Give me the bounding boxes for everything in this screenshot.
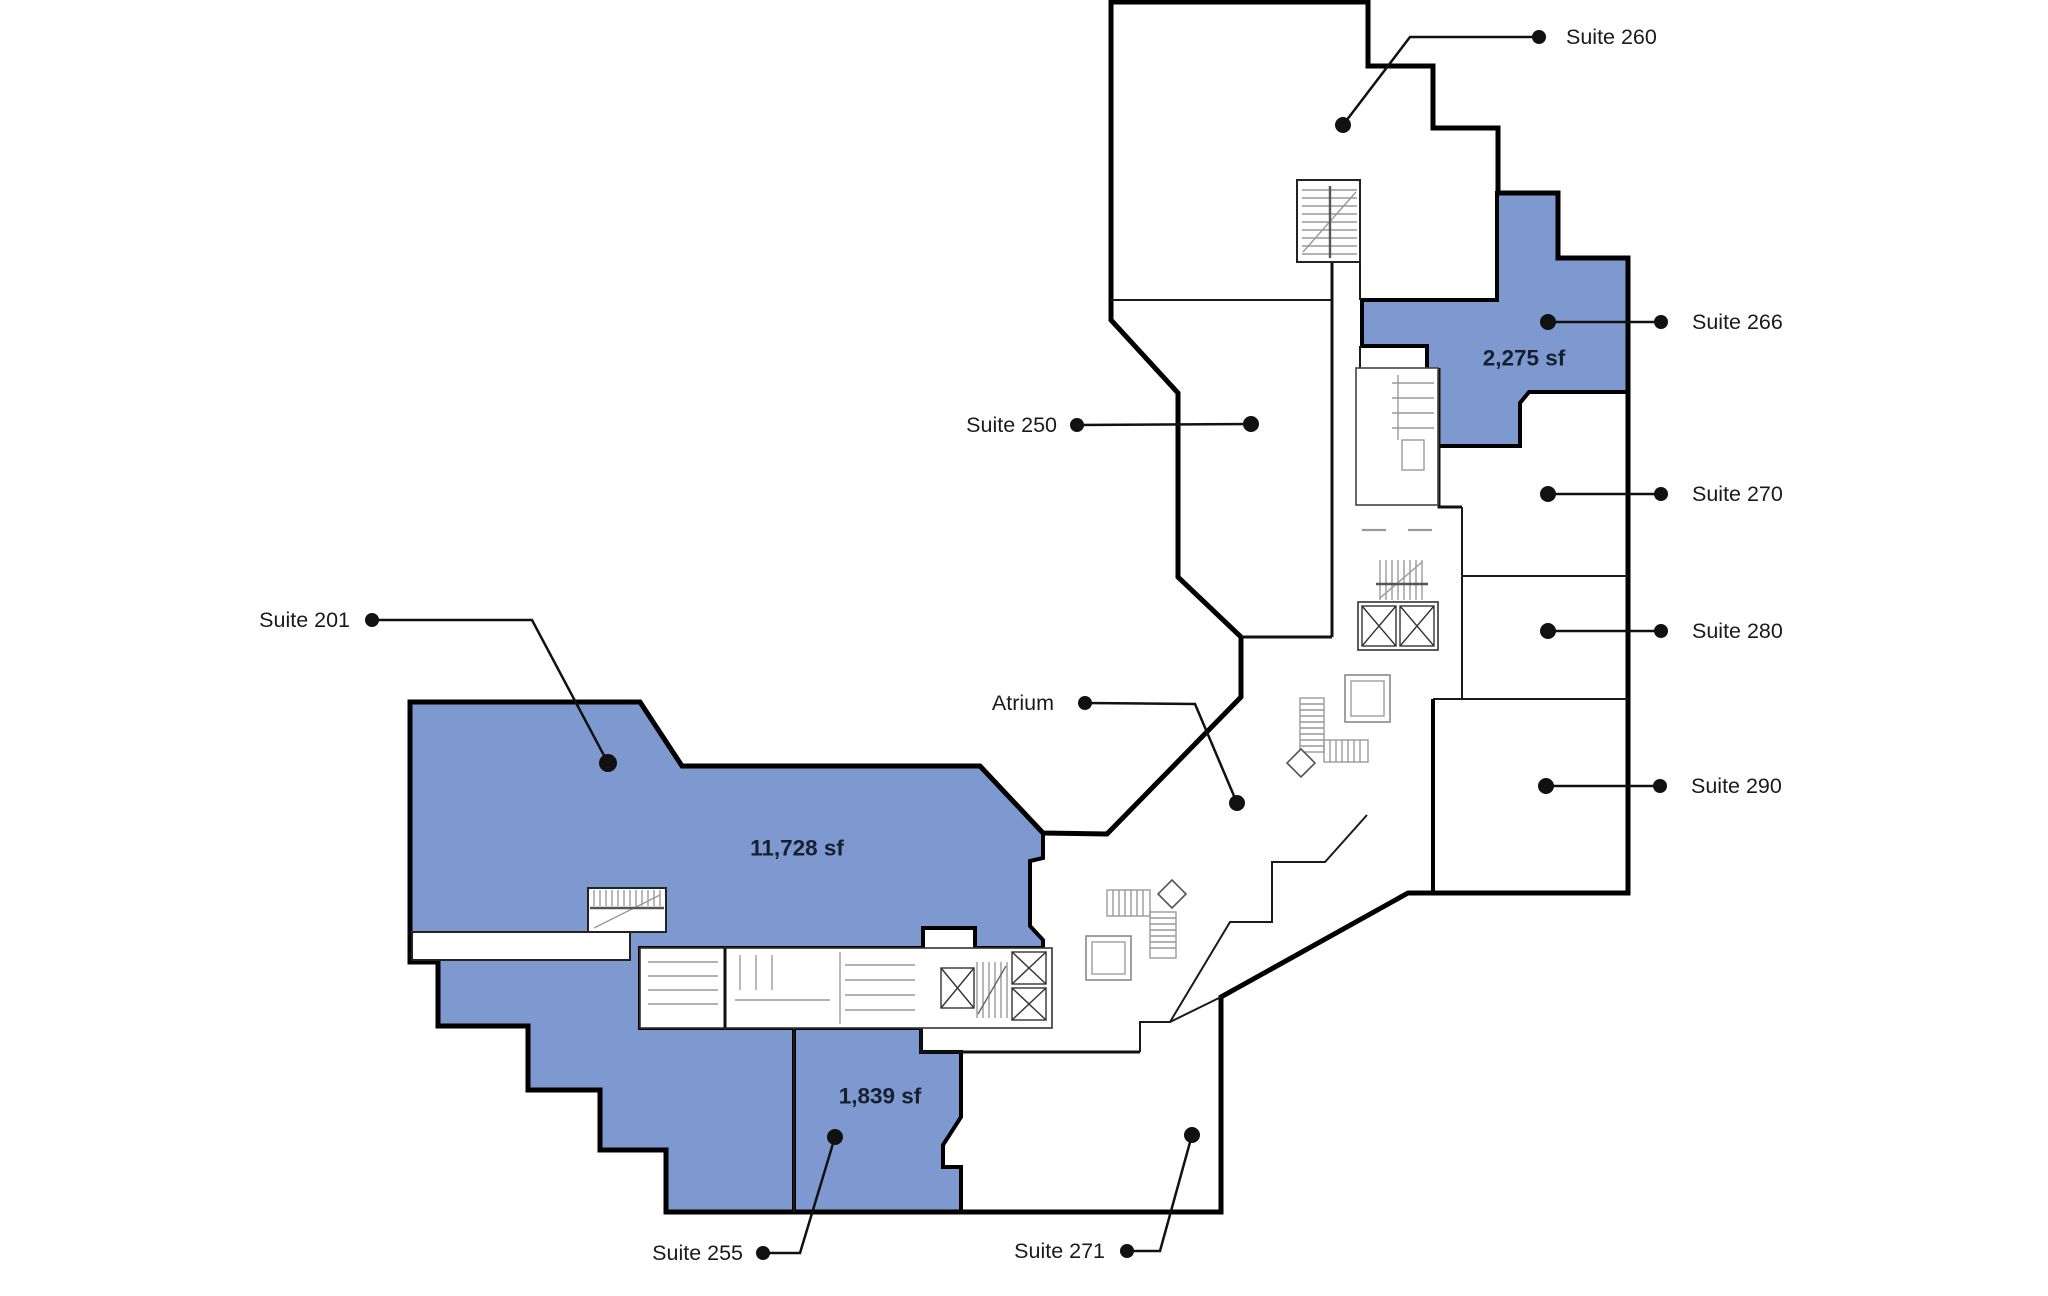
suite-255-region[interactable] xyxy=(792,1026,963,1214)
suite-271-label: Suite 271 xyxy=(1014,1239,1105,1263)
restroom-core xyxy=(1355,367,1439,532)
suite-260-label-dot xyxy=(1532,30,1546,44)
suite-280-label: Suite 280 xyxy=(1692,619,1783,643)
suite-290-label-dot xyxy=(1653,779,1667,793)
suite-201-label-dot xyxy=(365,613,379,627)
suite-290-label: Suite 290 xyxy=(1691,774,1782,798)
suite-250-label-dot xyxy=(1070,418,1084,432)
atrium-diamond-lower xyxy=(1156,878,1188,910)
atrium-label: Atrium xyxy=(992,691,1054,715)
stair-right-core xyxy=(1376,560,1428,600)
suite-290-anchor-dot xyxy=(1538,778,1554,794)
suite-250-label: Suite 250 xyxy=(966,413,1057,437)
suite-201-area: 11,728 sf xyxy=(750,836,844,861)
suite-266-label: Suite 266 xyxy=(1692,310,1783,334)
atrium-stair-upper xyxy=(1285,697,1369,779)
suite-271-label-dot xyxy=(1120,1244,1134,1258)
atrium-diamond-upper xyxy=(1285,747,1317,779)
stairwell-left-wing xyxy=(411,887,667,961)
labels: Suite 260 Suite 266 Suite 270 Suite 280 … xyxy=(259,25,1783,1265)
suite-255-area: 1,839 sf xyxy=(839,1084,922,1109)
building-outline xyxy=(407,0,1631,1215)
suite-270-label-dot xyxy=(1654,487,1668,501)
suite-250-anchor-dot xyxy=(1243,416,1259,432)
leaders xyxy=(365,30,1668,1260)
suite-266-label-dot xyxy=(1654,315,1668,329)
suite-266-area: 2,275 sf xyxy=(1483,346,1566,371)
suite-271-anchor-dot xyxy=(1184,1127,1200,1143)
core-left-wing xyxy=(639,947,1053,1029)
suite-201-label: Suite 201 xyxy=(259,608,350,632)
suite-270-label: Suite 270 xyxy=(1692,482,1783,506)
suite-255-label: Suite 255 xyxy=(652,1241,743,1265)
atrium-anchor-dot xyxy=(1229,795,1245,811)
atrium-planter-lower xyxy=(1085,935,1132,981)
interior-walls xyxy=(793,262,1628,1212)
elevator-bank-right xyxy=(1357,601,1439,651)
suite-270-anchor-dot xyxy=(1540,486,1556,502)
suite-266-anchor-dot xyxy=(1540,314,1556,330)
corridor-strip xyxy=(411,931,631,961)
suite-260-label: Suite 260 xyxy=(1566,25,1657,49)
suite-280-label-dot xyxy=(1654,624,1668,638)
stair-left-core xyxy=(976,962,1008,1018)
suite-280-anchor-dot xyxy=(1540,623,1556,639)
suite-260-anchor-dot xyxy=(1335,117,1351,133)
stairwell-top xyxy=(1296,179,1361,263)
atrium-planter-upper xyxy=(1344,674,1391,723)
suite-255-anchor-dot xyxy=(827,1129,843,1145)
atrium-label-dot xyxy=(1078,696,1092,710)
atrium-railing xyxy=(1169,814,1368,1023)
elevator-bank-left xyxy=(940,951,1047,1021)
suite-255-label-dot xyxy=(756,1246,770,1260)
suite-201-anchor-dot xyxy=(599,754,617,772)
atrium-stair-lower xyxy=(1106,878,1188,959)
